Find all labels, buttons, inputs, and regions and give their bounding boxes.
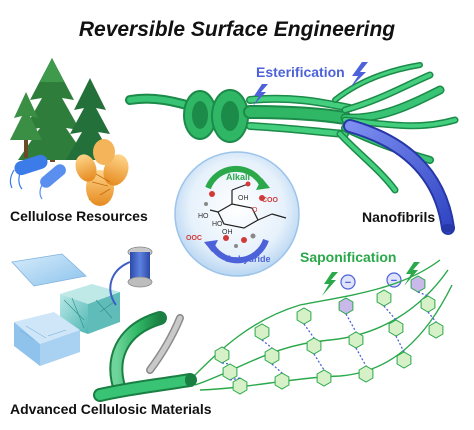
hexagon-unit [420, 295, 436, 313]
hexagon-unit [358, 365, 374, 383]
film-sheet [11, 253, 87, 287]
hexagon-unit [316, 369, 332, 387]
hydrogen-bond [261, 339, 273, 349]
hexagon-unit [222, 363, 238, 381]
hexagon-unit [264, 347, 280, 365]
hydrogen-bond [313, 353, 325, 371]
molecule-carboxylate-right: COO [262, 197, 279, 204]
lightning-icon [322, 272, 338, 296]
hexagon-unit [428, 321, 444, 339]
aerogel-block [14, 312, 80, 366]
page-title: Reversible Surface Engineering [79, 18, 395, 41]
hydrogen-bond [427, 311, 437, 323]
molecule-hydroxyl-2: OH [238, 195, 249, 202]
hydrogen-bond [303, 323, 315, 339]
bacteria-icon [9, 154, 48, 190]
molecule-hydroxyl-4: HO [212, 221, 223, 228]
negative-charge-icon: − [340, 274, 356, 290]
hydrogen-bond [345, 313, 357, 333]
molecule-oxygen: O [252, 207, 258, 214]
advanced-materials-label: Advanced Cellulosic Materials [10, 401, 212, 417]
hexagon-unit [376, 289, 392, 307]
molecule-hydroxyl-1: HO [198, 213, 209, 220]
saponification-label: Saponification [300, 249, 396, 265]
hexagon-unit [254, 323, 270, 341]
nanofibrils-label: Nanofibrils [362, 209, 435, 225]
svg-text:−: − [391, 275, 397, 287]
hexagon-unit [338, 297, 354, 315]
reaction-bubble [174, 151, 300, 277]
molecule-hydroxyl-3: OH [222, 229, 233, 236]
hydrogen-bond [395, 335, 405, 353]
hydrogen-bond [355, 347, 367, 367]
pine-tree-icon [18, 58, 88, 162]
hexagon-unit [214, 346, 230, 364]
hexagon-unit [306, 337, 322, 355]
hexagon-unit [396, 351, 412, 369]
hexagon-units [214, 275, 444, 395]
hydrogen-bond-dashes [221, 291, 437, 381]
lightning-icon [253, 84, 268, 106]
hydrogen-bond [417, 291, 429, 297]
flower-icon [75, 139, 129, 206]
hydrogen-bond [221, 362, 231, 365]
hexagon-unit [274, 372, 290, 390]
fibril-bundle [125, 62, 459, 235]
anhydride-label: Anhydride [226, 254, 271, 264]
hexagon-unit [348, 331, 364, 349]
hexagon-unit [232, 377, 248, 395]
bacteria-icon [39, 164, 66, 200]
esterification-label: Esterification [256, 64, 345, 80]
molecule-carboxylate-left: OOC [186, 235, 202, 242]
hydrogen-bond [383, 305, 397, 321]
negative-charge-icon: − [386, 272, 402, 288]
hexagon-unit [388, 319, 404, 337]
cellulose-resources-label: Cellulose Resources [10, 208, 148, 224]
lightning-icon [404, 262, 420, 286]
alkali-label: Alkali [226, 172, 250, 182]
filament-tube [93, 311, 197, 402]
svg-text:−: − [345, 277, 351, 289]
fiber-spool [109, 246, 153, 306]
hydrogen-bond [229, 377, 241, 381]
lightning-icon [350, 62, 368, 88]
pine-tree-icon [10, 92, 42, 158]
hexagon-unit [296, 307, 312, 325]
hydrogen-bond [271, 363, 283, 374]
hexagon-unit [410, 275, 426, 293]
